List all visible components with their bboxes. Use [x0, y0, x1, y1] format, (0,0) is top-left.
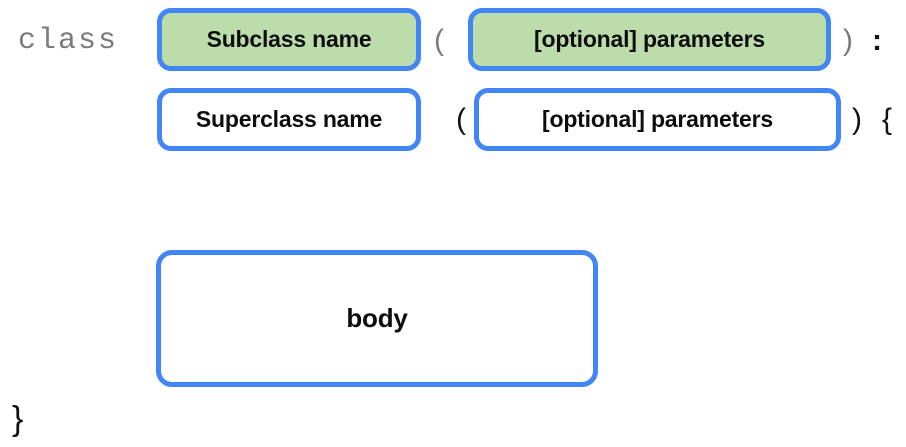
colon-terminator: :: [872, 24, 882, 57]
class-keyword: class: [18, 24, 119, 58]
superclass-name-slot[interactable]: Superclass name: [157, 88, 421, 151]
body-block[interactable]: body: [156, 250, 598, 387]
line2-parameters-slot[interactable]: [optional] parameters: [474, 88, 841, 151]
open-brace: {: [882, 103, 893, 136]
subclass-name-label: Subclass name: [206, 26, 372, 52]
superclass-name-label: Superclass name: [195, 106, 383, 132]
line2-open-paren: (: [456, 103, 466, 136]
body-label: body: [346, 303, 408, 333]
line1-close-paren: ): [843, 24, 853, 57]
line1-open-paren: (: [434, 24, 444, 57]
line2-parameters-label: [optional] parameters: [542, 106, 773, 132]
line1-parameters-slot[interactable]: [optional] parameters: [468, 8, 831, 71]
subclass-name-slot[interactable]: Subclass name: [157, 8, 421, 71]
close-brace: }: [12, 400, 24, 438]
line1-parameters-label: [optional] parameters: [534, 26, 765, 52]
line2-close-paren: ): [852, 103, 862, 136]
